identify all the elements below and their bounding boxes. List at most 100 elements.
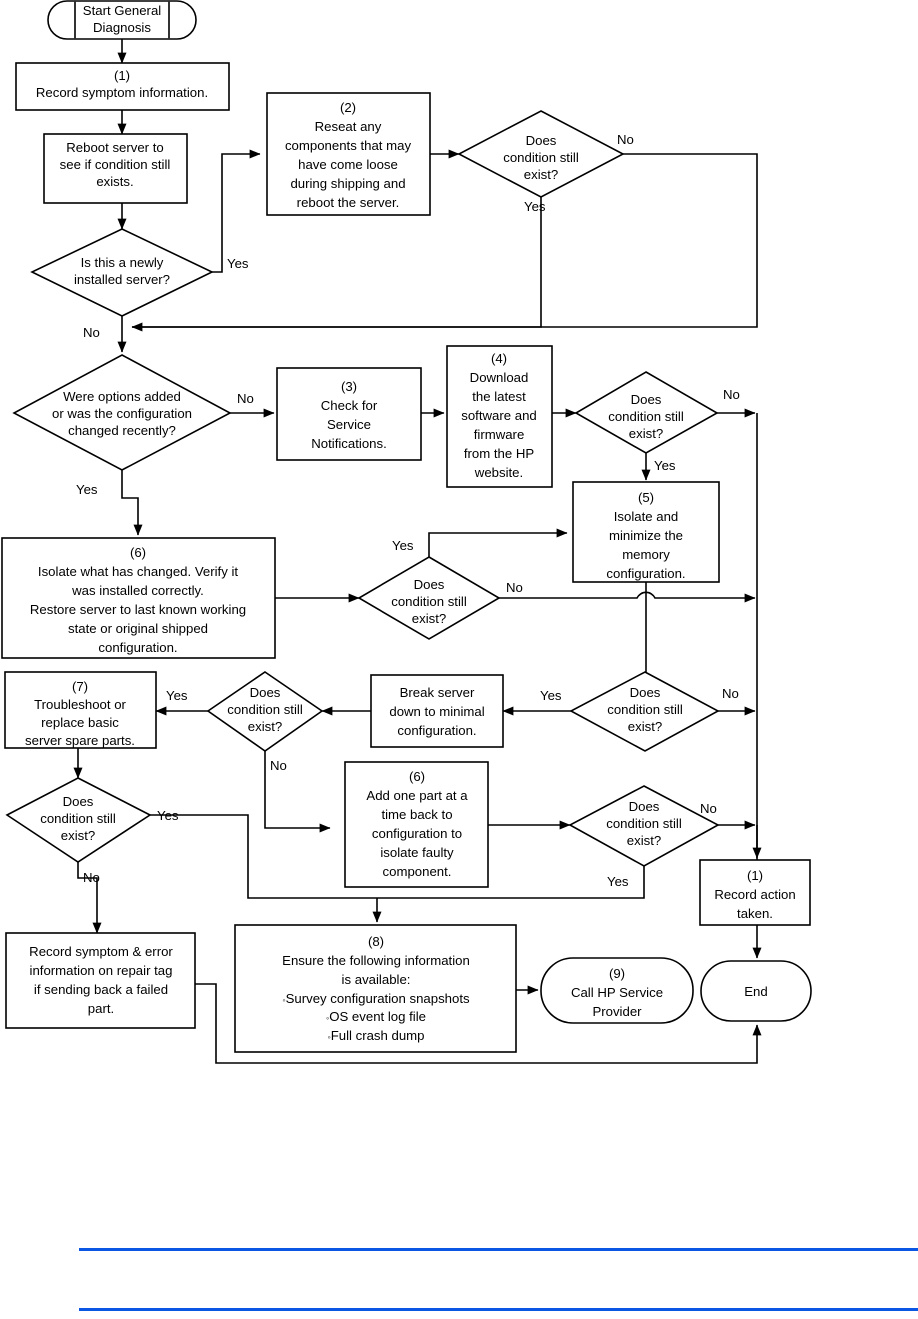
node-n6a-line3: Restore server to last known working <box>30 602 246 617</box>
node-cond-b-line2: condition still <box>608 409 684 424</box>
label-cond-f-no: No <box>722 686 739 701</box>
node-record-action-taken[interactable]: (1) Record action taken. <box>699 859 811 926</box>
node-n6b-line5: component. <box>383 864 452 879</box>
node-n3-line1: Check for <box>321 398 378 413</box>
node-reboot-server[interactable]: Reboot server to see if condition still … <box>43 133 188 204</box>
node-add-one-part[interactable]: (6) Add one part at a time back to confi… <box>344 761 489 888</box>
label-newly-yes: Yes <box>227 256 249 271</box>
label-cond-e-no: No <box>83 870 100 885</box>
node-decision-newly-installed[interactable]: Is this a newly installed server? <box>30 228 214 317</box>
node-cond-g-line3: exist? <box>627 833 661 848</box>
node-break-line2: down to minimal <box>389 704 484 719</box>
node-n6a-line2: was installed correctly. <box>71 583 204 598</box>
node-cond-d-line2: condition still <box>227 702 303 717</box>
node-record-symptom[interactable]: (1) Record symptom information. <box>15 62 230 111</box>
node-n6b-tag: (6) <box>409 769 425 784</box>
node-check-service-notifications[interactable]: (3) Check for Service Notifications. <box>276 367 422 461</box>
node-reseat-components[interactable]: (2) Reseat any components that may have … <box>266 92 431 216</box>
label-newly-no: No <box>83 325 100 340</box>
label-options-yes: Yes <box>76 482 98 497</box>
node-n6a-tag: (6) <box>130 545 146 560</box>
node-break-line1: Break server <box>400 685 475 700</box>
node-cond-a-line3: exist? <box>524 167 558 182</box>
bullet-circle-icon: ◦ <box>326 1013 329 1023</box>
node-n6a-line4: state or original shipped <box>68 621 208 636</box>
label-cond-d-yes: Yes <box>166 688 188 703</box>
edge-record-tag-to-end <box>195 983 762 1064</box>
node-reboot-line2: see if condition still <box>60 157 171 172</box>
label-cond-e-yes: Yes <box>157 808 179 823</box>
label-cond-f-yes: Yes <box>540 688 562 703</box>
node-cond-e-line2: condition still <box>40 811 116 826</box>
node-n8-tag: (8) <box>368 934 384 949</box>
node-decision-condition-d[interactable]: Does condition still exist? <box>206 671 324 752</box>
node-options-line3: changed recently? <box>68 423 176 438</box>
label-cond-g-no: No <box>700 801 717 816</box>
node-start-line1: Start General <box>83 3 161 18</box>
node-n2-line3: have come loose <box>298 157 398 172</box>
node-decision-condition-b[interactable]: Does condition still exist? <box>574 371 719 454</box>
node-n2-line2: components that may <box>285 138 411 153</box>
node-cond-c-line3: exist? <box>412 611 446 626</box>
node-ensure-information[interactable]: (8) Ensure the following information is … <box>234 924 517 1053</box>
edge-cond-c-yes-to-n5 <box>428 528 568 557</box>
label-cond-c-no: No <box>506 580 523 595</box>
node-start-line2: Diagnosis <box>93 20 151 35</box>
node-n4-line1: Download <box>470 370 529 385</box>
node-repair-line2: information on repair tag <box>30 963 173 978</box>
node-options-line1: Were options added <box>63 389 181 404</box>
node-reboot-line1: Reboot server to <box>66 140 164 155</box>
node-options-line2: or was the configuration <box>52 406 192 421</box>
node-decision-condition-g[interactable]: Does condition still exist? <box>568 785 720 867</box>
node-isolate-memory[interactable]: (5) Isolate and minimize the memory conf… <box>572 481 720 583</box>
node-end[interactable]: End <box>700 960 812 1022</box>
node-record-repair-tag[interactable]: Record symptom & error information on re… <box>5 932 196 1029</box>
node-n8-bullet2: ◦OS event log file <box>326 1009 426 1024</box>
node-decision-options-added[interactable]: Were options added or was the configurat… <box>12 354 232 471</box>
footer-rule-top <box>79 1248 918 1251</box>
node-reboot-line3: exists. <box>96 174 133 189</box>
edge-options-yes-to-n6a <box>121 470 143 536</box>
node-n2-line1: Reseat any <box>315 119 382 134</box>
node-n6b-line2: time back to <box>381 807 452 822</box>
node-start[interactable]: Start General Diagnosis <box>47 0 197 40</box>
node-n5-tag: (5) <box>638 490 654 505</box>
node-n6b-line3: configuration to <box>372 826 462 841</box>
node-cond-d-line3: exist? <box>248 719 282 734</box>
node-isolate-changed[interactable]: (6) Isolate what has changed. Verify it … <box>1 537 276 659</box>
node-n1b-line1: Record action <box>714 887 795 902</box>
node-call-hp-service[interactable]: (9) Call HP Service Provider <box>540 957 694 1024</box>
edge-cond-g-yes <box>377 866 645 899</box>
node-cond-g-line2: condition still <box>606 816 682 831</box>
node-download-software[interactable]: (4) Download the latest software and fir… <box>446 345 553 488</box>
node-n2-tag: (2) <box>340 100 356 115</box>
node-cond-b-line3: exist? <box>629 426 663 441</box>
node-repair-line1: Record symptom & error <box>29 944 173 959</box>
node-break-minimal-config[interactable]: Break server down to minimal configurati… <box>370 674 504 748</box>
node-n9-tag: (9) <box>609 966 625 981</box>
node-repair-line4: part. <box>88 1001 114 1016</box>
node-n2-line4: during shipping and <box>290 176 405 191</box>
label-cond-b-no: No <box>723 387 740 402</box>
node-decision-condition-a[interactable]: Does condition still exist? <box>457 110 625 198</box>
node-cond-g-line1: Does <box>629 799 660 814</box>
node-n3-line2: Service <box>327 417 371 432</box>
node-n6a-line5: configuration. <box>98 640 177 655</box>
node-decision-condition-e[interactable]: Does condition still exist? <box>5 777 152 863</box>
node-n5-line4: configuration. <box>606 566 685 581</box>
node-n7-line2: replace basic <box>41 715 119 730</box>
bullet-circle-icon: ◦ <box>327 1032 330 1042</box>
node-record-symptom-tag: (1) <box>114 68 130 83</box>
node-n9-line1: Call HP Service <box>571 985 663 1000</box>
bullet-circle-icon: ◦ <box>282 995 285 1005</box>
edge-cond-d-no-to-n6b <box>264 751 331 833</box>
edge-cond-c-no-to-trunk <box>499 591 756 603</box>
node-n8-bullet3: ◦Full crash dump <box>327 1028 424 1043</box>
node-decision-condition-c[interactable]: Does condition still exist? <box>357 556 501 640</box>
node-decision-condition-f[interactable]: Does condition still exist? <box>569 671 720 752</box>
node-cond-a-line2: condition still <box>503 150 579 165</box>
node-newly-line1: Is this a newly <box>81 255 164 270</box>
node-troubleshoot-spare-parts[interactable]: (7) Troubleshoot or replace basic server… <box>4 671 157 749</box>
